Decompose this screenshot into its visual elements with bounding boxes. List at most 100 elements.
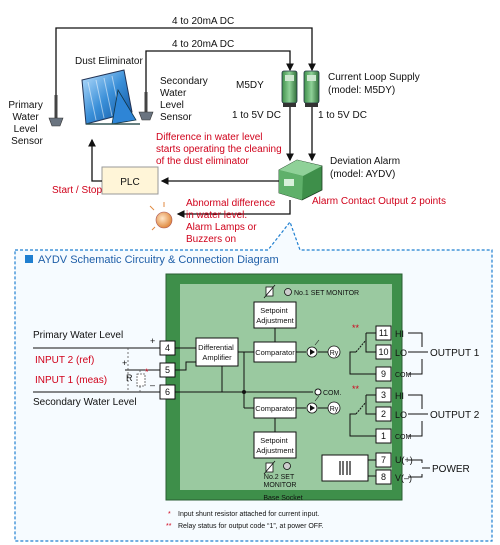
svg-text:2: 2 [381,409,386,419]
setpoint-adjustment-2-label: Setpoint Adjustment [256,436,294,455]
resistor-label: R [126,373,133,383]
potentiometer-2-icon [263,460,276,475]
differential-amplifier-label: Differential Amplifier [198,343,236,362]
terminal-5: 5 [159,362,176,378]
alarm-lamp-icon [149,202,173,231]
schematic-title: AYDV Schematic Circuitry & Connection Di… [38,254,279,266]
note-1-text: Input shunt resistor attached for curren… [178,511,319,518]
term-label-hi-2: HI [395,391,404,401]
wire-primary-sensor [55,27,316,95]
svg-text:6: 6 [165,387,170,397]
m5dy-label: M5DY [236,80,264,91]
svg-text:10: 10 [378,347,388,357]
term-label-com-2: COM [395,434,412,441]
wire-plc-to-eliminator [88,138,102,182]
set-monitor-1-label: No.1 SET MONITOR [294,290,359,297]
plus-sign-mid: + [122,358,127,368]
set-monitor-2-label: No.2 SET MONITOR [264,474,297,489]
svg-text:1: 1 [381,431,386,441]
terminal-9: 9 [375,366,392,382]
term-label-hi-1: HI [395,329,404,339]
setpoint-adjustment-2 [253,431,297,459]
title-bullet-icon [25,255,33,263]
minus-sign: – [150,380,155,390]
relay-2-label: Ry [330,406,339,413]
primary-level-label: Primary Water Level [33,330,123,341]
secondary-level-label: Secondary Water Level [33,397,137,408]
com-terminal-dot [314,388,322,396]
input1-label: INPUT 1 (meas) [35,375,107,386]
abnormal-note: Abnormal difference in water level. Alar… [186,198,278,245]
terminal-4: 4 [159,340,176,356]
relay-1-double-star: ** [352,323,360,333]
wire-secondary-sensor [145,50,294,92]
svg-text:8: 8 [381,472,386,482]
power-transformer-icon [339,461,351,475]
svg-text:4: 4 [165,343,170,353]
comparator-2-block [253,397,297,419]
voltage-label-left: 1 to 5V DC [232,110,281,121]
start-stop-label: Start / Stop [52,185,102,196]
output-wiring [408,332,430,478]
term-label-lo-2: LO [395,410,407,420]
current-loop-supply-label: Current Loop Supply (model: M5DY) [328,72,423,96]
terminal-10: 10 [375,344,392,360]
svg-text:3: 3 [381,390,386,400]
secondary-sensor-label: Secondary Water Level Sensor [160,76,211,123]
led-1-icon [306,339,320,358]
deviation-alarm-label: Deviation Alarm (model: AYDV) [330,156,403,180]
svg-text:11: 11 [379,328,388,338]
junction-dot [242,390,246,394]
relay-2-double-star: ** [352,384,360,394]
relay-1-contacts [349,332,376,375]
internal-wiring [175,328,328,432]
svg-text:9: 9 [381,369,386,379]
terminal-11: 11 [375,325,392,341]
comparator-1-block [253,341,297,363]
relay-1-coil [327,345,341,359]
terminal-8: 8 [375,469,392,485]
plus-sign-top: + [150,336,155,346]
potentiometer-1-icon [263,284,276,299]
signal-label-top-2: 4 to 20mA DC [172,39,234,50]
terminal-2: 2 [375,406,392,422]
comparator-1-label: Comparator [255,348,295,357]
svg-text:7: 7 [381,455,386,465]
dust-eliminator-icon [81,69,140,125]
note-2-text: Relay status for output code “1”, at pow… [178,523,324,530]
differential-amplifier-block [195,337,239,367]
output-1-label: OUTPUT 1 [430,348,480,359]
note-2-star: ** [166,523,172,530]
difference-note: Difference in water level starts operati… [156,132,284,167]
system-diagram: 4 to 20mA DC 4 to 20mA DC Primary Water … [8,16,446,245]
input2-label: INPUT 2 (ref) [35,355,94,366]
setpoint-adjustment-1-label: Setpoint Adjustment [256,306,294,325]
relay-1-label: Ry [330,350,339,357]
term-label-com-1: COM [395,372,412,379]
plc-label: PLC [120,177,139,188]
resistor-star: * [145,367,149,377]
led-2-icon [306,395,320,414]
terminal-3: 3 [375,387,392,403]
m5dy-module-2 [303,70,320,107]
voltage-label-right: 1 to 5V DC [318,110,367,121]
alarm-contact-label: Alarm Contact Output 2 points [312,196,446,207]
term-label-lo-1: LO [395,348,407,358]
note-1-star: * [168,511,171,518]
monitor-jack-1-icon [284,288,292,296]
output-2-label: OUTPUT 2 [430,410,480,421]
terminal-6: 6 [159,384,176,400]
wire-to-lamp [176,200,291,218]
monitor-jack-2-icon [283,462,291,470]
m5dy-module-1 [281,70,298,107]
base-socket-label: Base Socket [263,495,302,502]
term-label-v: V(–) [395,473,412,483]
comparator-2-label: Comparator [255,404,295,413]
com-label: COM. [323,390,341,397]
deviation-alarm-unit [278,159,323,201]
dust-eliminator-label: Dust Eliminator [75,56,143,67]
term-label-u: U(+) [395,455,413,465]
relay-2-coil [327,401,341,415]
secondary-sensor-icon [138,92,154,121]
